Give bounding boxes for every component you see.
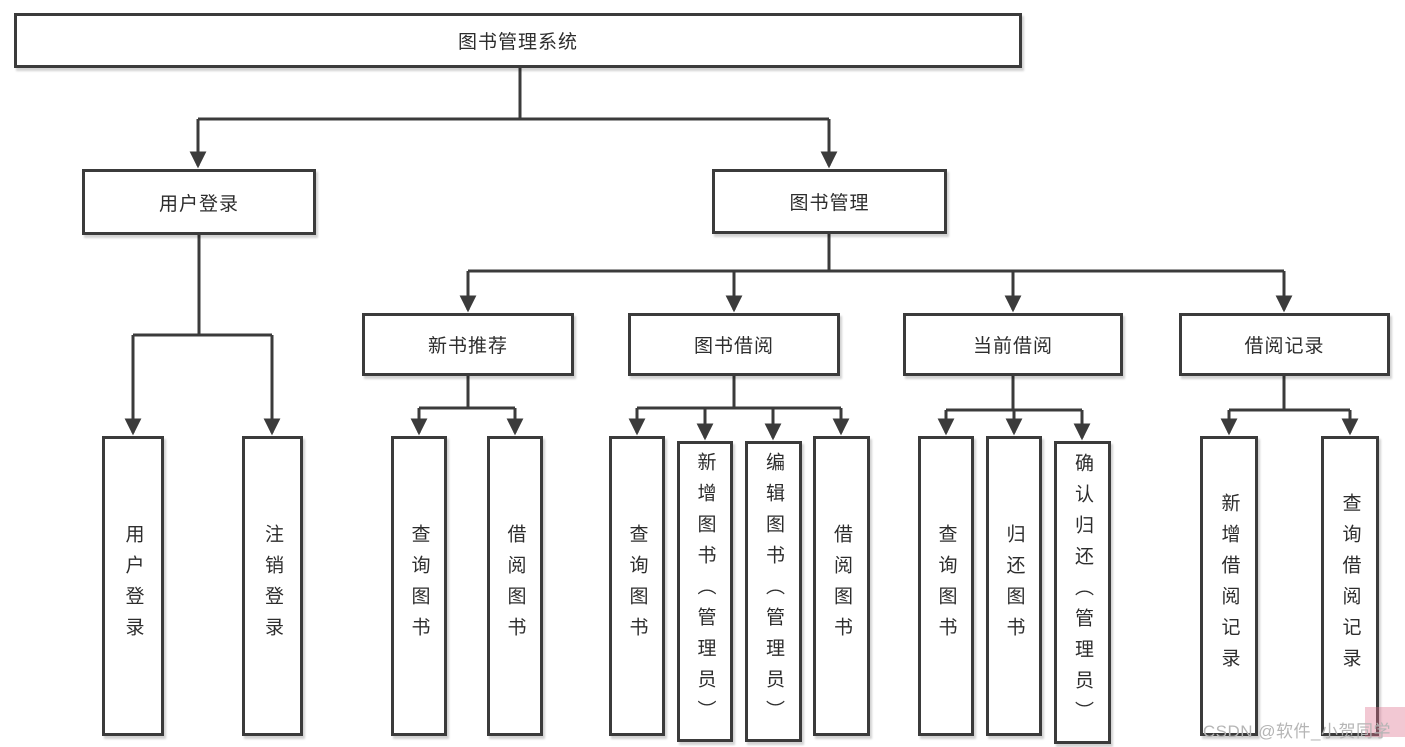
leaf-nb-borrow-books: 借阅图书 (487, 436, 543, 736)
leaf-cb-return-books: 归还图书 (986, 436, 1042, 736)
node-label: 查询图书 (626, 524, 648, 648)
node-label: 当前借阅 (972, 336, 1053, 357)
node-label: 图书管理系统 (457, 32, 578, 53)
connector-borrow-record-trunk (1229, 374, 1350, 412)
leaf-cb-query-books: 查询图书 (918, 436, 974, 736)
node-label: 注销登录 (262, 524, 283, 648)
connector-book-mgmt-trunk (468, 232, 1284, 273)
connector-book-borrow-trunk (637, 374, 841, 410)
leaf-bb-add-books-admin: 新增图书（管理员） (677, 441, 733, 742)
leaf-bb-edit-books-admin: 编辑图书（管理员） (745, 441, 802, 742)
connector-user-login-trunk (133, 233, 272, 337)
leaf-cb-confirm-return-admin: 确认归还（管理员） (1054, 441, 1111, 744)
node-label: 归还图书 (1003, 524, 1025, 648)
node-label: 确认归还（管理员） (1072, 453, 1093, 732)
node-label: 查询图书 (408, 524, 430, 648)
leaf-bb-query-books: 查询图书 (609, 436, 665, 736)
leaf-br-query-record: 查询借阅记录 (1321, 436, 1379, 736)
node-label: 用户登录 (122, 524, 144, 648)
leaf-user-login: 用户登录 (102, 436, 164, 736)
leaf-br-add-record: 新增借阅记录 (1200, 436, 1258, 736)
node-label: 借阅记录 (1244, 336, 1325, 357)
node-label: 新增借阅记录 (1218, 493, 1240, 679)
node-label: 查询图书 (935, 524, 957, 648)
connector-new-book-trunk (419, 374, 515, 410)
connector-root-trunk (198, 65, 829, 121)
node-label: 新书推荐 (427, 336, 508, 357)
node-label: 图书借阅 (693, 336, 774, 357)
node-label: 查询借阅记录 (1339, 493, 1361, 679)
watermark-text: CSDN @软件_小贺同学 (1202, 722, 1391, 741)
watermark-tint-block (1365, 707, 1405, 737)
node-library-management-system: 图书管理系统 (14, 13, 1022, 68)
node-label: 编辑图书（管理员） (763, 452, 784, 731)
node-label: 新增图书（管理员） (694, 452, 716, 731)
node-borrowing-records: 借阅记录 (1179, 313, 1390, 376)
node-book-management: 图书管理 (712, 169, 947, 234)
node-new-book-recommend: 新书推荐 (362, 313, 574, 376)
node-label: 借阅图书 (504, 524, 526, 648)
node-label: 借阅图书 (831, 524, 852, 648)
node-label: 图书管理 (789, 193, 870, 214)
node-book-borrowing: 图书借阅 (628, 313, 840, 376)
connector-current-borrow-trunk (946, 374, 1082, 412)
leaf-bb-borrow-books: 借阅图书 (813, 436, 870, 736)
node-current-borrowing: 当前借阅 (903, 313, 1123, 376)
leaf-logout: 注销登录 (242, 436, 303, 736)
leaf-nb-query-books: 查询图书 (391, 436, 447, 736)
node-label: 用户登录 (158, 193, 239, 215)
node-user-login: 用户登录 (82, 169, 316, 235)
